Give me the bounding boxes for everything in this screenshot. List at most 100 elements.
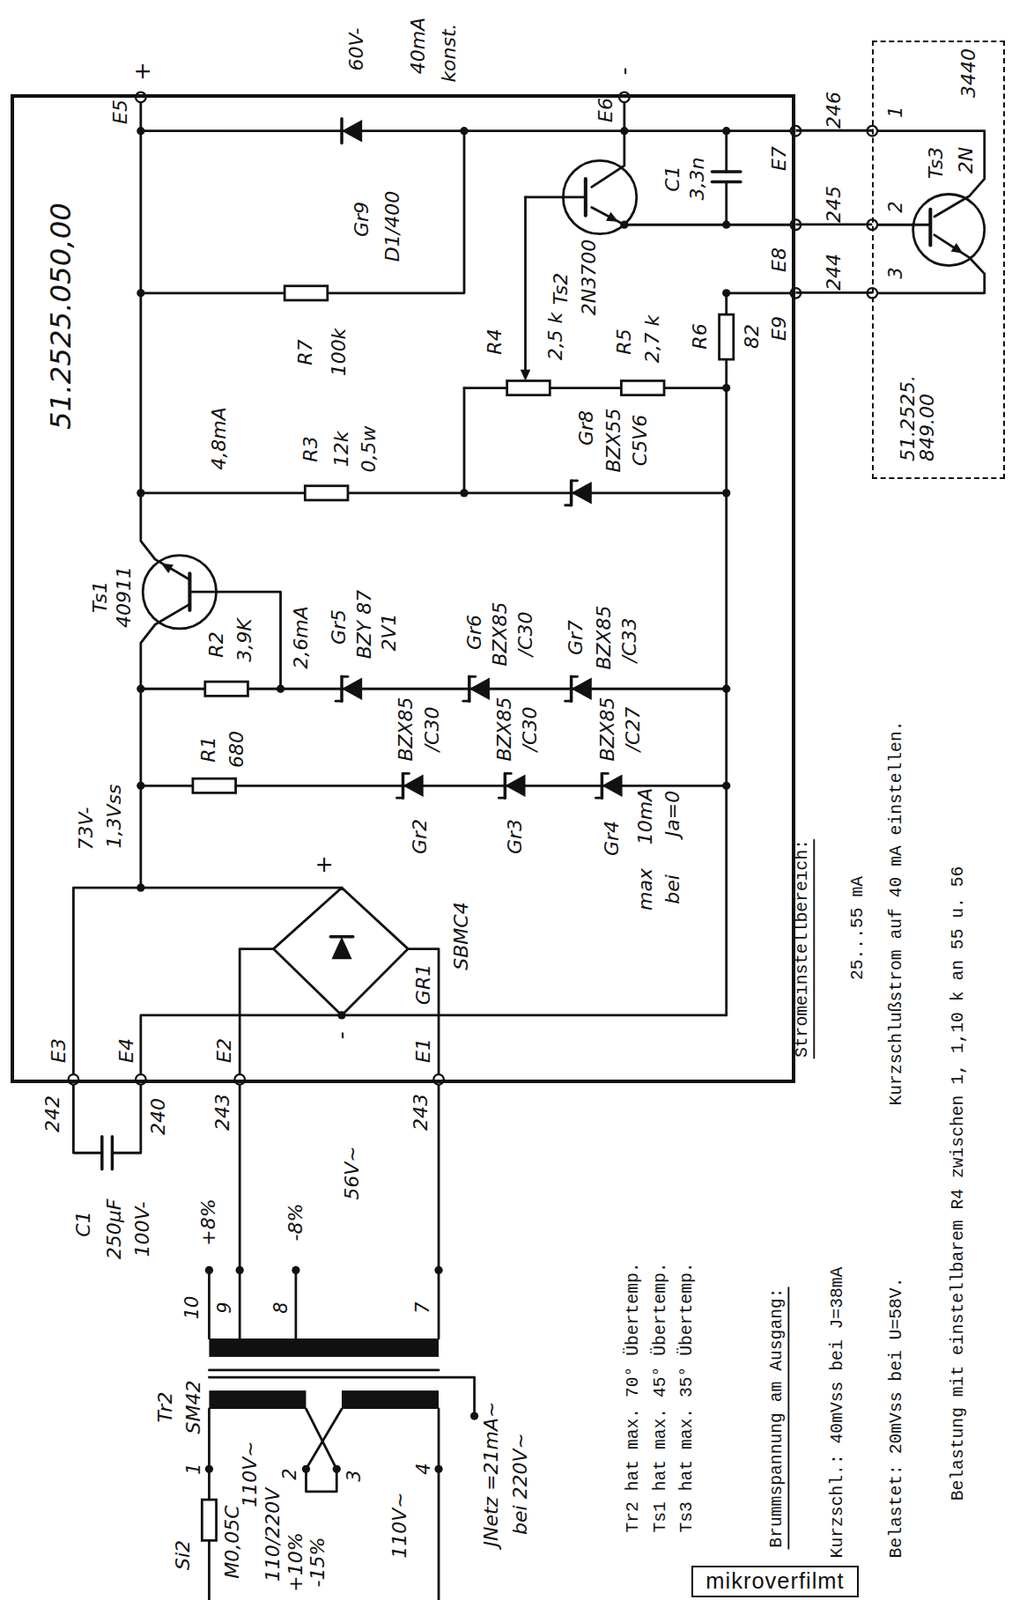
component-label: 250µF [104,1198,125,1260]
zener-flag [601,772,608,776]
wire [591,131,625,188]
component-label: BZX85 [598,697,618,762]
diode-bar [330,935,353,939]
component-label: 3,3n [687,156,708,200]
resistor-symbol [620,380,665,395]
wire [724,131,728,172]
junction-dot [722,782,731,791]
fuse-symbol [201,1499,216,1541]
note-text: Ts1 hat max. 45° Übertemp. [652,1262,671,1533]
wire [140,96,191,580]
component-label: 110V~ [390,1492,410,1559]
zener-diode-symbol [601,775,622,798]
component-label: E3 [49,1038,69,1064]
component-label: 242 [43,1095,63,1133]
component-label: BZX85 [494,697,515,762]
component-label: E4 [117,1038,137,1064]
component-label: 3 [344,1469,363,1482]
resistor-symbol [205,681,249,696]
diode-symbol [331,937,352,960]
arrow-head [161,563,174,574]
component-label: Gr2 [410,819,430,855]
component-label: 3,9K [235,619,255,663]
note-text: Stromeinstellbereich: [794,839,813,1058]
component-label: max [635,868,656,911]
junction-dot [136,782,145,791]
transformer-winding [208,1390,306,1410]
microfilm-stamp: mikroverfilmt [691,1566,858,1597]
component-label: /C30 [515,612,535,658]
part-number: 51.2525. 849.00 [898,375,938,462]
diode-bar [467,676,471,702]
zener-flag [463,700,470,703]
component-label: 243 [212,1093,232,1131]
note-text: Kurzschl.: 40mVss bei J=38mA [829,1267,848,1559]
zener-diode-symbol [504,775,525,798]
component-label: 10mA [635,787,656,844]
junction-dot [722,488,731,497]
junction-dot [205,1266,214,1275]
capacitor-symbol [711,180,740,184]
wire [305,1409,342,1470]
component-label: + [313,856,336,875]
junction-dot [291,1266,300,1275]
junction-dot [459,126,468,135]
component-label: C5V6 [630,414,651,466]
component-label: 1 [886,106,906,119]
junction-dot [302,1465,311,1474]
component-label: 73V- [76,806,97,850]
zener-flag [504,772,511,776]
diode-bar [503,773,507,798]
wire [207,1409,211,1500]
component-label: M0,05C [222,1506,243,1580]
junction-dot [136,288,145,297]
wire [305,1469,337,1492]
junction-dot [236,1266,244,1275]
component-label: R1 [199,737,219,763]
component-label: 56V~ [342,1145,362,1200]
zener-flag [565,700,572,703]
capacitor-symbol [100,1137,104,1170]
component-label: R7 [295,339,316,365]
component-label: + [131,61,154,81]
component-label: R3 [301,435,321,462]
junction-dot [722,384,731,392]
wire-connector [795,129,872,133]
resistor-symbol [719,314,734,360]
zener-diode-symbol [403,775,424,798]
wire [140,131,465,294]
component-label: /C27 [623,707,643,753]
component-label: Gr8 [576,410,597,446]
junction-dot [434,1465,443,1474]
component-label: 2V1 [379,613,399,652]
junction-dot [337,1011,346,1020]
component-label: /C33 [620,618,640,664]
component-label: 1 [184,1462,204,1475]
component-label: BZX55 [604,408,624,473]
component-label: 2,5 k [546,312,566,362]
junction-dot [722,221,731,229]
component-label: Gr5 [329,609,349,645]
component-label: 680 [227,731,247,769]
component-label: 110V~ [240,1440,260,1507]
zener-flag [498,797,505,800]
component-label: 2 [886,200,906,213]
part-number: 51.2525.050,00 [46,202,75,430]
wire [724,293,728,1016]
arrow-head [951,243,964,254]
component-label: E2 [214,1038,235,1064]
arrow-head [520,369,531,382]
component-label: E6 [596,97,616,123]
diode-bar [339,676,343,702]
wire [464,386,727,390]
junction-dot [136,126,145,135]
junction-dot [434,1266,443,1275]
component-label: 2,6mA [291,605,311,669]
component-label: 3 [886,267,906,280]
zener-flag [397,797,404,800]
resistor-symbol [284,286,328,301]
component-label: 2,7 k [642,314,663,363]
resistor-symbol [304,486,348,501]
note-text: Ts3 hat max. 35° Übertemp. [679,1262,697,1533]
